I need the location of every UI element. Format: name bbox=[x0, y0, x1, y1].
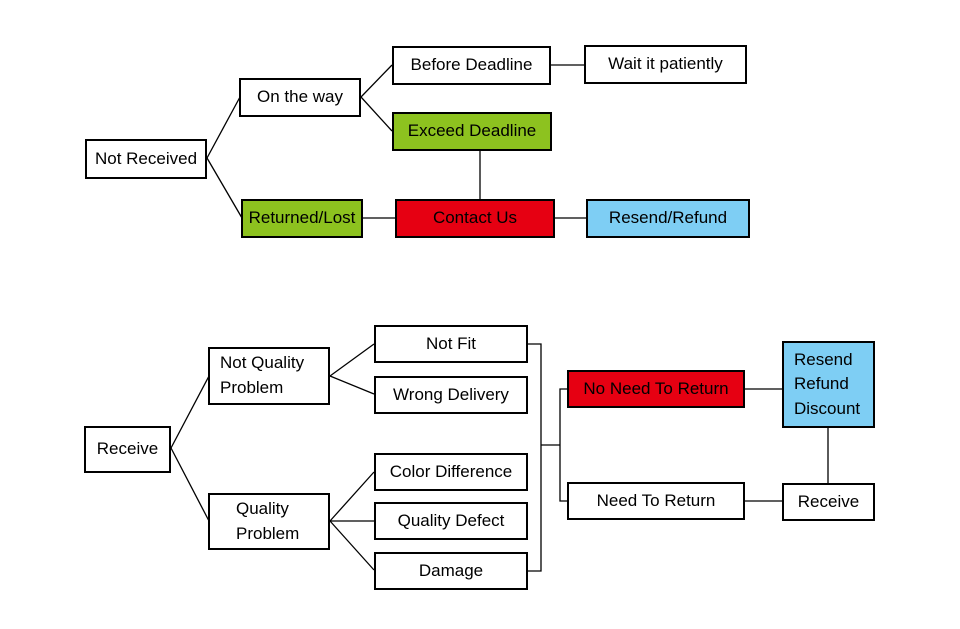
node-quality-problem-label: Quality Problem bbox=[236, 498, 300, 543]
node-need-to-return: Need To Return bbox=[567, 482, 745, 520]
node-resend-refund: Resend/Refund bbox=[586, 199, 750, 238]
node-returned-lost: Returned/Lost bbox=[241, 199, 363, 238]
node-receive-label: Receive bbox=[96, 439, 159, 459]
node-not-quality-problem-label: Not Quality Problem bbox=[220, 353, 305, 397]
connector-on-the-way-before-deadline bbox=[360, 64, 393, 98]
node-color-difference-label: Color Difference bbox=[389, 461, 513, 481]
node-quality-defect: Quality Defect bbox=[374, 502, 528, 540]
connector-receive-not-quality bbox=[170, 375, 210, 449]
connector-not-quality-wrong-delivery bbox=[329, 375, 375, 395]
node-damage-label: Damage bbox=[418, 560, 484, 580]
connector-not-received-returned-lost bbox=[206, 157, 243, 219]
connector-quality-color-difference bbox=[329, 471, 375, 522]
node-wrong-delivery-label: Wrong Delivery bbox=[393, 384, 509, 404]
node-resend-refund-label: Resend/Refund bbox=[608, 208, 728, 228]
bracket-reasons bbox=[527, 343, 542, 572]
node-resend-refund-discount: Resend Refund Discount bbox=[782, 341, 875, 428]
node-no-need-to-return-label: No Need To Return bbox=[583, 378, 729, 398]
node-on-the-way: On the way bbox=[239, 78, 361, 117]
node-before-deadline-label: Before Deadline bbox=[410, 55, 533, 75]
node-receive-2-label: Receive bbox=[797, 491, 860, 511]
bracket-return-options bbox=[559, 388, 567, 502]
node-not-received: Not Received bbox=[85, 139, 207, 179]
node-receive-2: Receive bbox=[782, 483, 875, 521]
connector-not-quality-not-fit bbox=[329, 343, 375, 377]
node-contact-us-label: Contact Us bbox=[432, 208, 518, 228]
connector-receive-quality bbox=[170, 447, 210, 522]
node-wait-patiently-label: Wait it patiently bbox=[608, 54, 723, 74]
connector-quality-damage bbox=[329, 520, 375, 571]
node-exceed-deadline: Exceed Deadline bbox=[392, 112, 552, 151]
node-contact-us: Contact Us bbox=[395, 199, 555, 238]
node-quality-problem: Quality Problem bbox=[208, 493, 330, 550]
node-not-fit: Not Fit bbox=[374, 325, 528, 363]
node-not-fit-label: Not Fit bbox=[425, 333, 477, 353]
node-no-need-to-return: No Need To Return bbox=[567, 370, 745, 408]
node-exceed-deadline-label: Exceed Deadline bbox=[407, 121, 537, 141]
connector-on-the-way-exceed-deadline bbox=[360, 96, 393, 132]
node-color-difference: Color Difference bbox=[374, 453, 528, 491]
node-returned-lost-label: Returned/Lost bbox=[248, 208, 356, 228]
node-before-deadline: Before Deadline bbox=[392, 46, 551, 85]
node-on-the-way-label: On the way bbox=[257, 87, 343, 107]
node-not-received-label: Not Received bbox=[94, 148, 198, 168]
node-not-quality-problem: Not Quality Problem bbox=[208, 347, 330, 405]
node-need-to-return-label: Need To Return bbox=[596, 490, 716, 510]
connector-not-received-on-the-way bbox=[206, 96, 241, 159]
node-receive: Receive bbox=[84, 426, 171, 473]
node-damage: Damage bbox=[374, 552, 528, 590]
node-wait-patiently: Wait it patiently bbox=[584, 45, 747, 84]
node-wrong-delivery: Wrong Delivery bbox=[374, 376, 528, 414]
node-quality-defect-label: Quality Defect bbox=[397, 510, 505, 530]
node-resend-refund-discount-label: Resend Refund Discount bbox=[794, 349, 861, 418]
